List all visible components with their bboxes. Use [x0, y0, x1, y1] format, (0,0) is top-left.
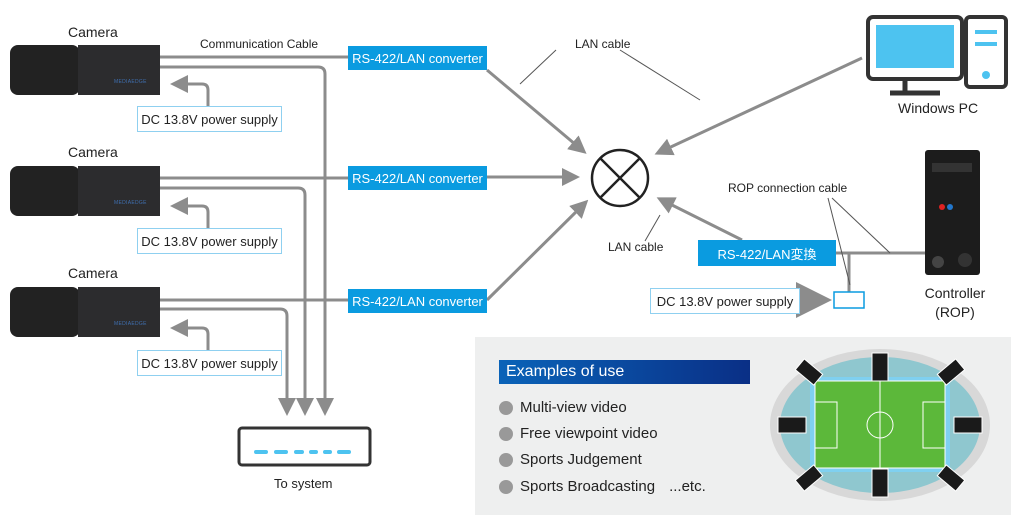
- network-hub-icon: [590, 148, 650, 208]
- bullet-icon: [499, 479, 513, 494]
- bullet-icon: [499, 400, 513, 415]
- examples-panel: Examples of use Multi-view video Free vi…: [475, 337, 1011, 515]
- stadium-illustration: [770, 349, 990, 501]
- rop-converter: RS-422/LAN変換: [698, 240, 836, 266]
- example-item: Sports Broadcasting ...etc.: [499, 478, 706, 495]
- lan-cable-label: LAN cable: [575, 37, 631, 51]
- camera-brand-label: MEDIAEDGE: [114, 79, 147, 85]
- converter-1: RS-422/LAN converter: [348, 46, 487, 70]
- camera-label: Camera: [68, 144, 118, 160]
- power-supply-2: DC 13.8V power supply: [137, 228, 282, 254]
- example-item-label: Sports Broadcasting: [520, 478, 656, 495]
- controller-label: Controller: [924, 285, 986, 301]
- system-box-icon: [237, 426, 372, 467]
- example-item: Multi-view video: [499, 399, 627, 416]
- system-cable-1: [160, 65, 334, 416]
- example-item-label: Multi-view video: [520, 399, 627, 416]
- example-item: Free viewpoint video: [499, 425, 658, 442]
- camera-label: Camera: [68, 24, 118, 40]
- camera-icon: [10, 45, 160, 337]
- camera-label: Camera: [68, 265, 118, 281]
- rop-power-supply: DC 13.8V power supply: [650, 288, 800, 314]
- power-supply-3: DC 13.8V power supply: [137, 350, 282, 376]
- system-cable-3: [160, 307, 296, 416]
- example-item-label: Free viewpoint video: [520, 425, 658, 442]
- example-item: Sports Judgement: [499, 451, 642, 468]
- camera-brand-label: MEDIAEDGE: [114, 321, 147, 327]
- bullet-icon: [499, 426, 513, 441]
- controller-label-sub: (ROP): [935, 304, 975, 320]
- lan-cable-label: LAN cable: [608, 240, 664, 254]
- example-item-label: Sports Judgement: [520, 451, 642, 468]
- pc-label: Windows PC: [898, 100, 979, 116]
- power-supply-1: DC 13.8V power supply: [137, 106, 282, 132]
- windows-pc-icon: [866, 15, 1008, 96]
- examples-title: Examples of use: [499, 360, 750, 384]
- etc-label: ...etc.: [669, 478, 706, 495]
- converter-3: RS-422/LAN converter: [348, 289, 487, 313]
- communication-cable-label: Communication Cable: [200, 37, 319, 51]
- system-label: To system: [274, 476, 333, 491]
- camera-brand-label: MEDIAEDGE: [114, 200, 147, 206]
- controller-rop-icon: [925, 150, 980, 275]
- junction-box: [833, 291, 865, 309]
- rop-cable-label: ROP connection cable: [728, 181, 848, 195]
- converter-2: RS-422/LAN converter: [348, 166, 487, 190]
- system-cable-2: [160, 186, 314, 416]
- bullet-icon: [499, 452, 513, 467]
